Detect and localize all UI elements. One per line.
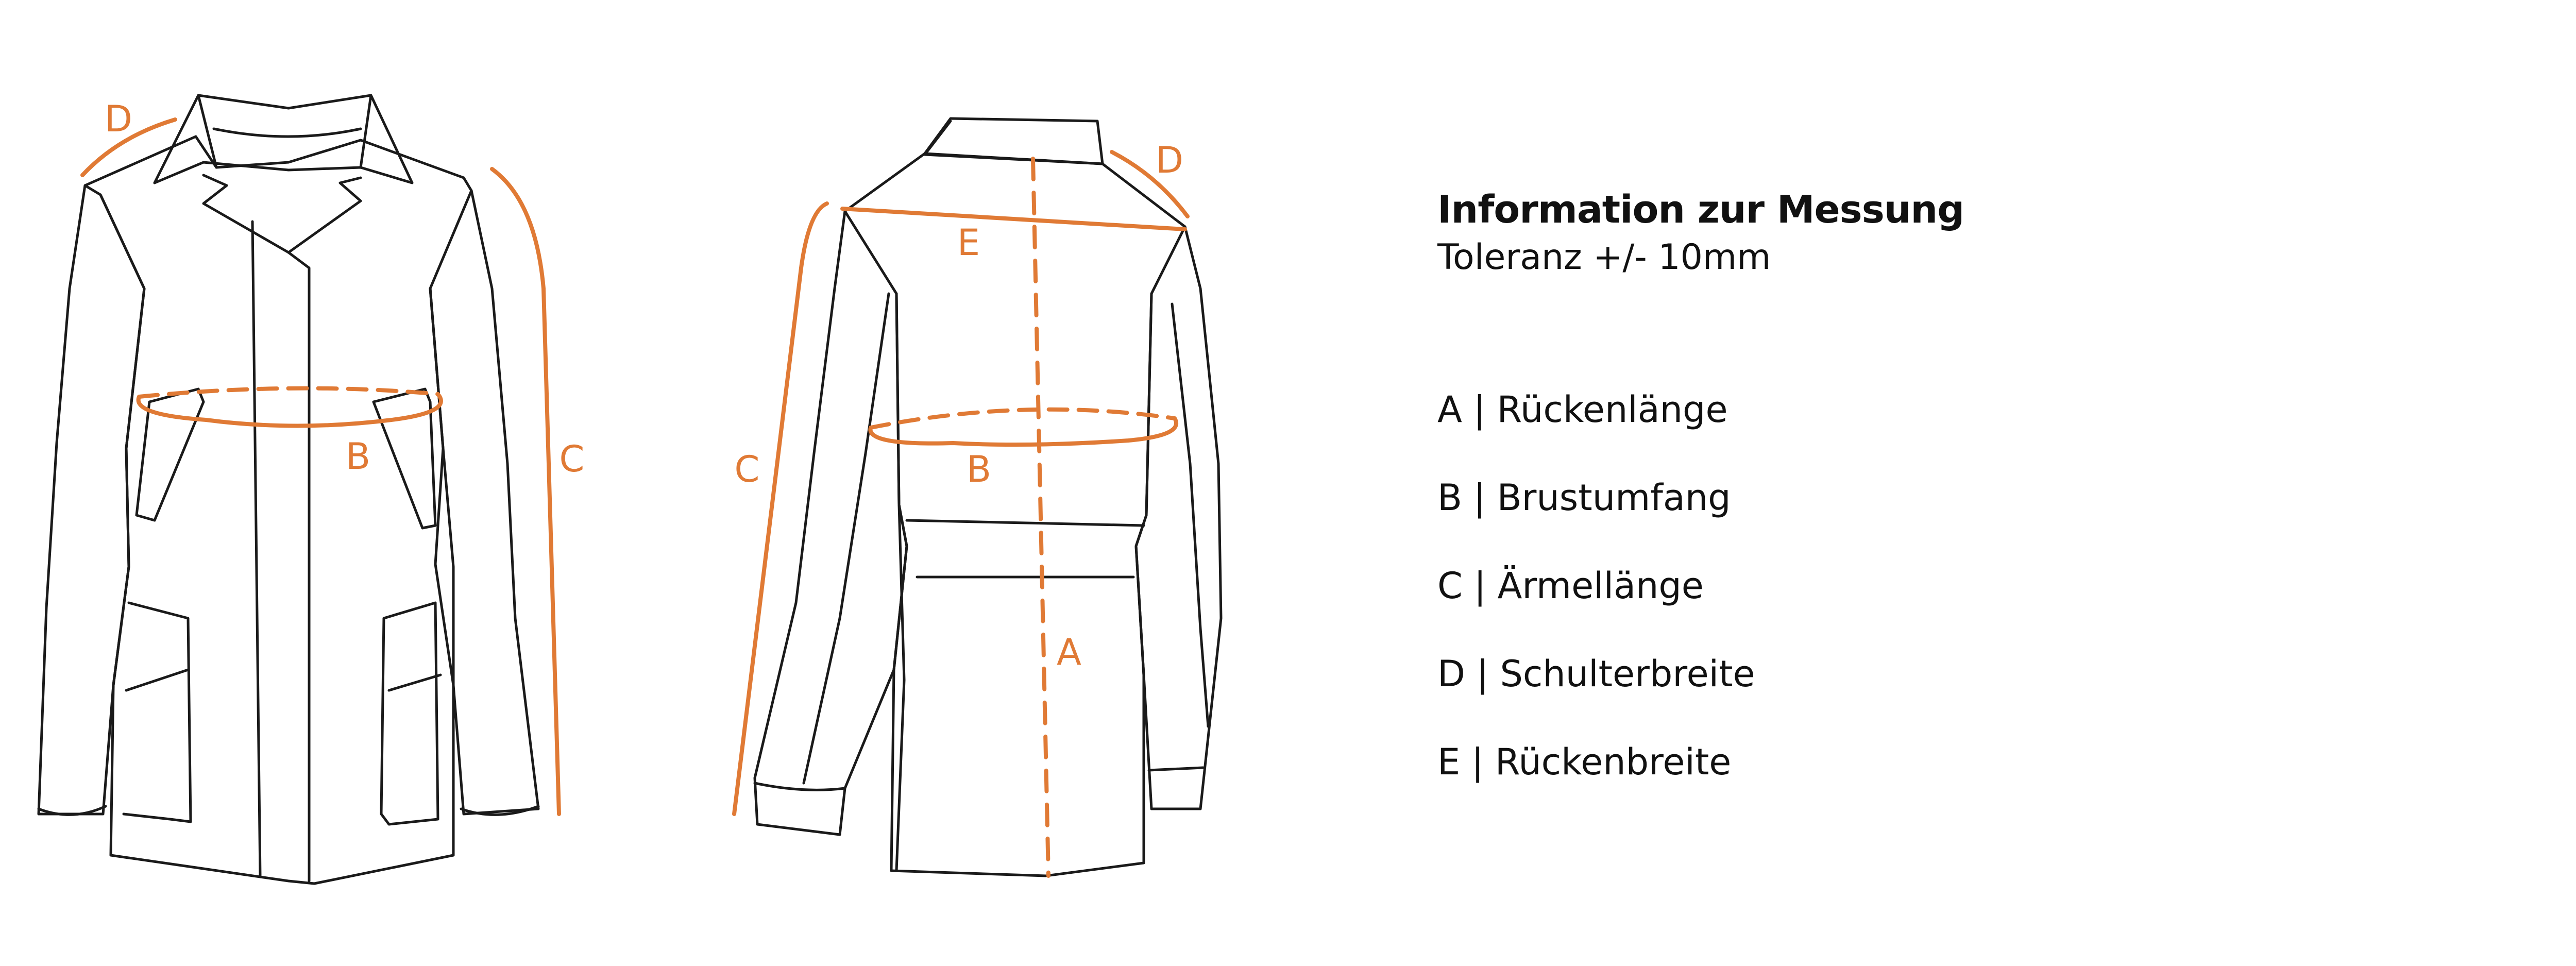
legend-label: Rückenbreite [1495,741,1732,783]
front-shoulder-line-d [80,117,177,177]
back-sleeve-line-c [732,201,829,816]
legend-item-b: B| Brustumfang [1437,480,1755,568]
front-measurement-lines [80,117,561,816]
measurement-info: Information zur Messung Toleranz +/- 10m… [1437,191,1964,275]
legend-key: C [1437,565,1463,607]
legend-key: D [1437,653,1465,695]
legend-label: Ärmellänge [1497,565,1704,607]
back-width-line-e [840,207,1187,231]
front-chest-back-dashed-b [137,386,440,399]
legend-label: Rückenlänge [1497,388,1728,431]
back-label-b: B [967,448,991,490]
legend-label: Brustumfang [1497,477,1731,519]
measurement-legend: A|Rückenlänge B|Brustumfang C|Ärmellänge… [1437,392,1755,832]
tolerance-text: Toleranz +/- 10mm [1437,237,1771,278]
legend-key: B [1437,477,1463,519]
legend-separator: | [1476,653,1489,695]
back-shoulder-line-d [1110,150,1190,218]
back-label-a: A [1057,631,1081,673]
legend-separator: | [1473,388,1486,431]
front-jacket-illustration [37,94,540,885]
legend-separator: | [1473,565,1486,607]
back-label-c: C [735,448,760,490]
legend-item-a: A|Rückenlänge [1437,392,1755,480]
front-chest-front-b [136,392,443,428]
legend-item-d: D | Schulterbreite [1437,656,1755,744]
back-label-d: D [1156,139,1183,181]
front-sleeve-line-c [490,167,561,816]
back-chest-front-b [868,416,1179,447]
info-title: Information zur Messung [1437,188,1964,232]
legend-separator: | [1473,477,1486,519]
back-label-e: E [957,222,980,264]
legend-label: Schulterbreite [1500,653,1755,695]
legend-item-c: C| Ärmellänge [1437,568,1755,656]
front-label-b: B [346,435,370,478]
front-label-d: D [105,98,132,140]
legend-key: A [1437,388,1462,431]
back-measurement-lines [732,150,1190,878]
back-chest-back-dashed-b [869,407,1177,430]
legend-separator: | [1471,741,1484,783]
legend-key: E [1437,741,1461,783]
back-jacket-illustration [753,117,1223,877]
legend-item-e: E| Rückenbreite [1437,744,1755,832]
back-length-dashed-a [1031,157,1050,878]
front-label-c: C [560,438,585,480]
